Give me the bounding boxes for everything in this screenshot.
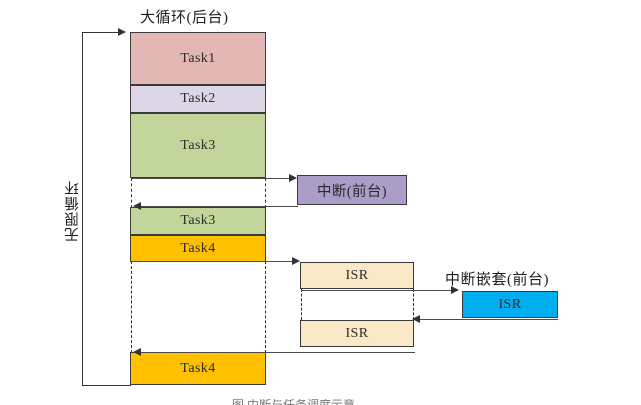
task-box-task3-first: Task3 xyxy=(130,113,266,178)
nested-entry-arrow-icon xyxy=(451,285,459,294)
interrupt-box: 中断(前台) xyxy=(297,175,407,205)
nested-return-arrow-icon xyxy=(412,314,420,323)
dash-left-gap1 xyxy=(131,178,132,208)
dash-right-gap2 xyxy=(265,261,266,353)
title-main-loop: 大循环(后台) xyxy=(140,10,229,26)
loop-bracket-bottom xyxy=(82,385,131,386)
task-box-task1: Task1 xyxy=(130,32,266,85)
loop-bracket-vertical xyxy=(82,32,83,386)
isr-entry-line xyxy=(131,261,296,262)
dash-left-gap2 xyxy=(131,261,132,353)
interrupt-return-line xyxy=(140,206,298,207)
interrupt-entry-line xyxy=(131,178,292,179)
bottom-caption: 图 中断与任务调度示意 xyxy=(232,399,462,405)
isr-box-first: ISR xyxy=(300,262,414,289)
task-box-task3-second: Task3 xyxy=(130,207,266,235)
dash-left-isr-gap xyxy=(301,289,302,320)
isr-box-nested: ISR xyxy=(462,291,558,318)
nested-return-line xyxy=(419,319,558,320)
title-nested-interrupt: 中断嵌套(前台) xyxy=(445,272,549,288)
task-box-task4-first: Task4 xyxy=(130,235,266,262)
interrupt-entry-arrow-icon xyxy=(289,173,297,182)
isr-return-arrow-icon xyxy=(133,347,141,356)
loop-label: 无限循环 xyxy=(65,180,81,242)
dash-right-isr-gap xyxy=(413,289,414,320)
task-box-task2: Task2 xyxy=(130,85,266,113)
interrupt-return-arrow-icon xyxy=(133,201,141,210)
task-box-task4-second: Task4 xyxy=(130,352,266,385)
nested-entry-line xyxy=(301,290,454,291)
isr-entry-arrow-icon xyxy=(292,256,300,265)
loop-arrow-icon xyxy=(118,27,126,36)
isr-return-line xyxy=(140,352,415,353)
loop-bracket-top xyxy=(82,32,120,33)
dash-right-gap1 xyxy=(265,178,266,208)
isr-box-second: ISR xyxy=(300,320,414,347)
